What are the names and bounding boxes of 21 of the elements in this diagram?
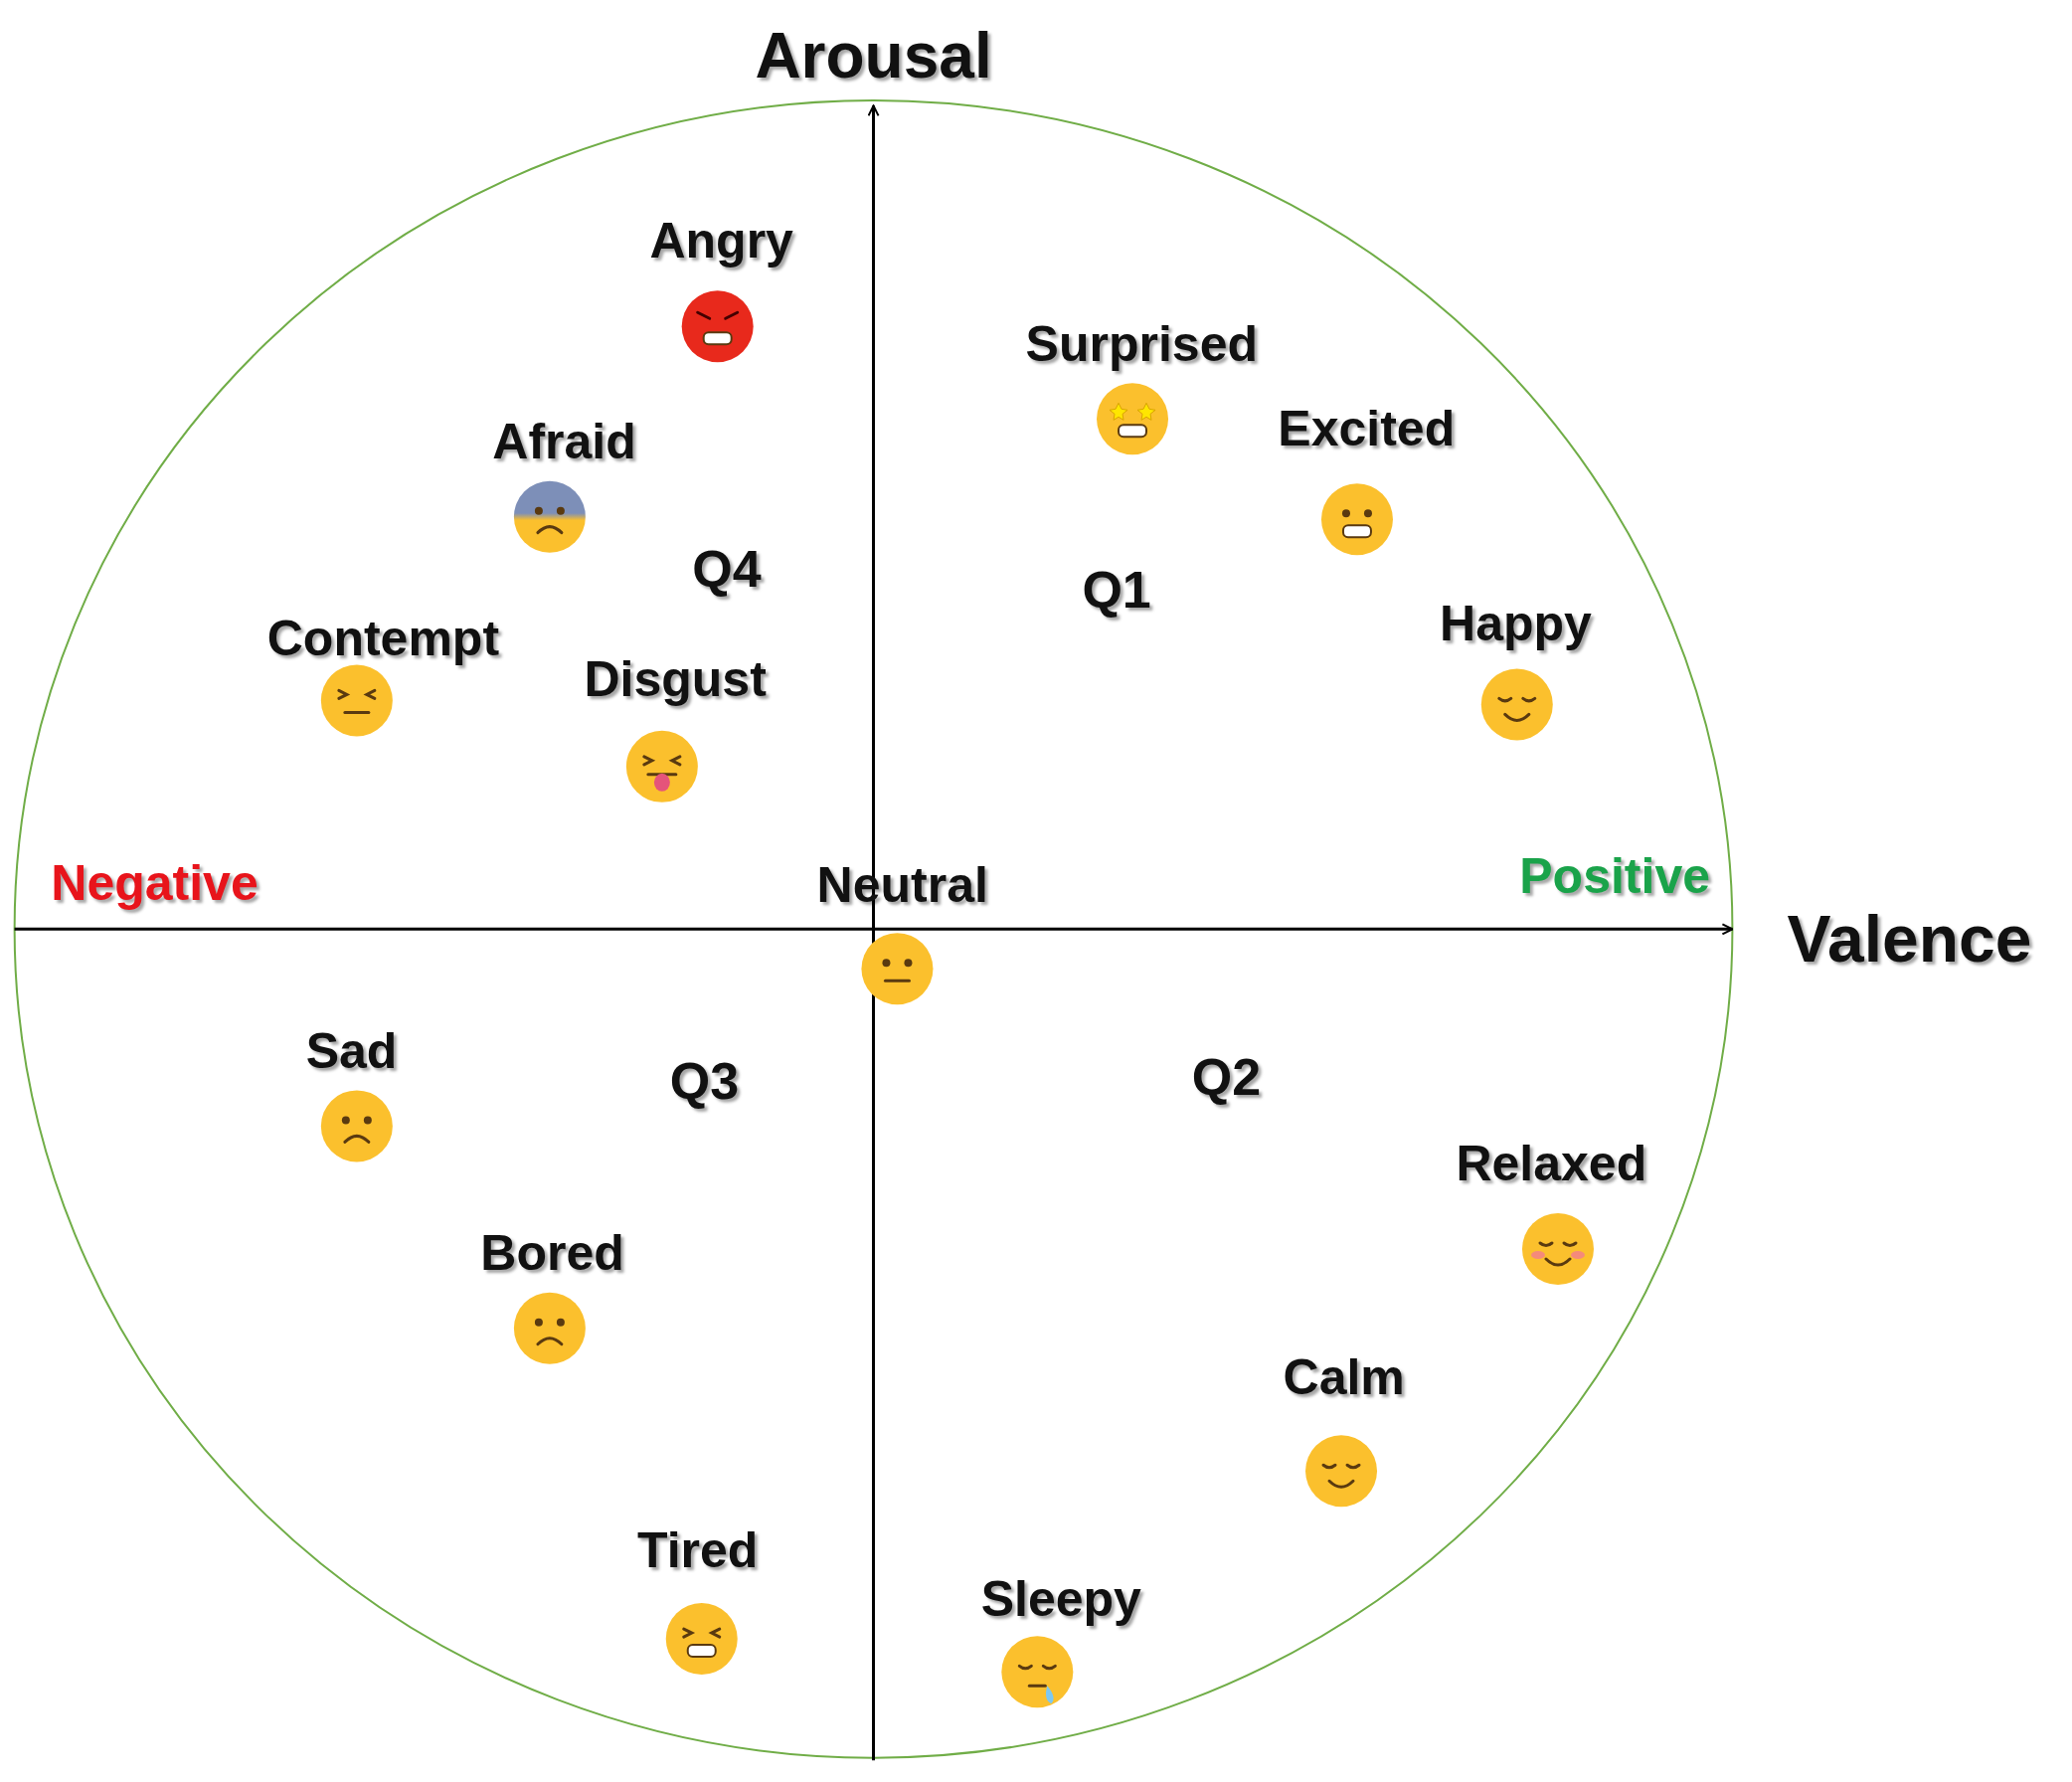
emotion-label: Q1 — [1082, 563, 1151, 616]
emotion-label: Contempt — [266, 613, 500, 663]
emotion-label: Valence — [1787, 905, 2032, 972]
emotion-label: Arousal — [755, 23, 992, 88]
emotion-label: Happy — [1440, 599, 1592, 649]
emotion-label: Surprised — [1025, 318, 1258, 369]
emotion-label: Angry — [649, 215, 793, 266]
emotion-label: Bored — [480, 1227, 624, 1278]
emotion-label: Sleepy — [980, 1574, 1141, 1625]
emotion-label: Q2 — [1191, 1051, 1262, 1104]
emotion-label: Excited — [1278, 403, 1456, 453]
emotion-label: Sad — [305, 1025, 398, 1076]
emotion-label: Q4 — [692, 542, 762, 595]
emotion-label: Tired — [637, 1525, 759, 1575]
emotion-label: Q3 — [669, 1055, 740, 1108]
emotion-label: Relaxed — [1456, 1138, 1647, 1188]
emotion-label: Negative — [51, 857, 259, 908]
emotion-label: Positive — [1519, 851, 1710, 902]
emotion-label: Disgust — [584, 654, 767, 705]
emotion-label: Afraid — [492, 416, 636, 466]
emotion-label: Calm — [1283, 1351, 1405, 1402]
